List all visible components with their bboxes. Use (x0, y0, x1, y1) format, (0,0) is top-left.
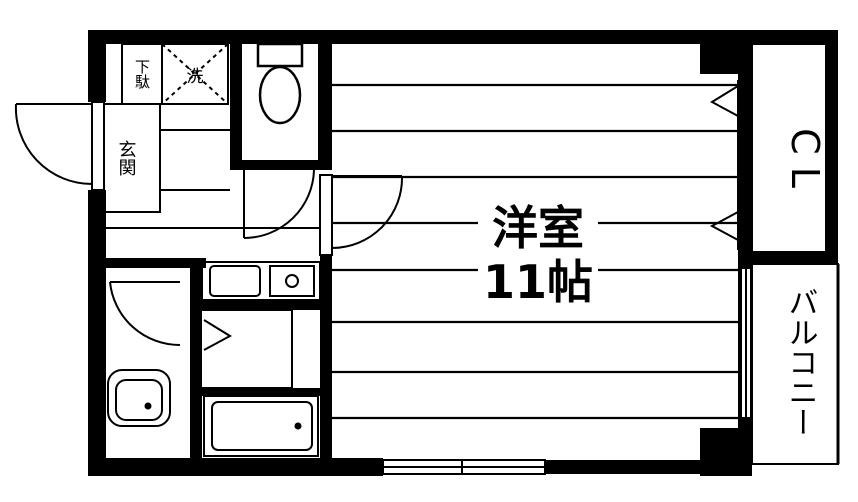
entrance-door (14, 101, 105, 191)
balcony-label: バルコニー (783, 287, 818, 437)
balcony-door (740, 267, 752, 419)
outer-walls (88, 30, 838, 476)
balcony-box (751, 263, 839, 465)
bathtub-icon (203, 395, 319, 457)
label-mask (478, 195, 598, 307)
closet-label: C L (783, 128, 827, 188)
bathroom-door (109, 281, 181, 347)
washer-area (161, 43, 229, 105)
washer-label: 洗 (187, 67, 204, 87)
room-door (319, 174, 404, 256)
left-toilet-icon (107, 369, 171, 427)
interior-walls (106, 30, 838, 460)
main-room-size: 11帖 (483, 255, 593, 309)
bottom-window (382, 459, 546, 475)
closet-box (751, 43, 827, 253)
shoe-box-label: 下駄 (133, 59, 151, 89)
main-room-name: 洋室 (492, 201, 584, 255)
toilet-icon (256, 42, 304, 125)
stove-icon (269, 265, 315, 297)
entrance-label: 玄関 (116, 140, 137, 176)
toilet-door (243, 169, 315, 239)
washroom (199, 309, 293, 389)
closet-doors (709, 80, 739, 250)
kitchen-counter (201, 261, 321, 301)
